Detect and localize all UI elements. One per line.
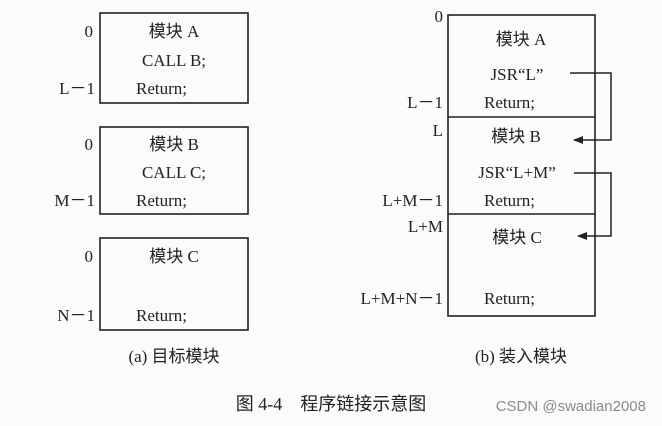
return-statement: Return;: [136, 79, 187, 98]
target-modules: 0 模块 A CALL B; L－1 Return; 0 模块 B CALL C…: [54, 12, 249, 366]
module-title: 模块 A: [149, 22, 200, 41]
jump-arrow-a-to-b: [570, 72, 612, 144]
module-title: 模块 B: [149, 135, 199, 154]
address-start: 0: [85, 247, 94, 266]
module-box: [99, 12, 249, 104]
module-b-title: 模块 B: [491, 127, 541, 146]
module-title: 模块 C: [149, 247, 199, 266]
address-b-start: L: [433, 121, 443, 140]
caption-target-modules: (a) 目标模块: [128, 347, 219, 366]
call-instruction: CALL B;: [142, 51, 206, 70]
address-start: 0: [85, 22, 94, 41]
module-a-jsr: JSR“L”: [491, 65, 544, 84]
address-end: M－1: [54, 191, 95, 210]
target-module-a: 0 模块 A CALL B; L－1 Return;: [59, 12, 249, 104]
module-c-return: Return;: [484, 289, 535, 308]
address-c-start: L+M: [408, 217, 443, 236]
call-instruction: CALL C;: [142, 163, 206, 182]
module-box: [99, 237, 249, 331]
load-module-box: [447, 14, 596, 317]
address-a-start: 0: [435, 7, 444, 26]
module-box: [99, 126, 249, 215]
module-a-return: Return;: [484, 93, 535, 112]
address-end: L－1: [59, 79, 95, 98]
address-c-end: L+M+N－1: [361, 289, 443, 308]
module-b-jsr: JSR“L+M”: [478, 163, 556, 182]
address-a-end: L－1: [407, 93, 443, 112]
module-c-title: 模块 C: [492, 228, 542, 247]
figure-caption: 图 4-4 程序链接示意图: [236, 394, 427, 414]
jump-arrow-b-to-c: [574, 172, 612, 240]
target-module-c: 0 模块 C N－1 Return;: [57, 237, 249, 331]
caption-load-module: (b) 装入模块: [475, 347, 567, 366]
watermark: CSDN @swadian2008: [495, 398, 646, 415]
target-module-b: 0 模块 B CALL C; M－1 Return;: [54, 126, 249, 215]
return-statement: Return;: [136, 191, 187, 210]
module-b-return: Return;: [484, 191, 535, 210]
module-a-title: 模块 A: [496, 30, 547, 49]
load-module: 0 L－1 L L+M－1 L+M L+M+N－1 模块 A JSR“L” Re…: [361, 7, 612, 366]
address-end: N－1: [57, 306, 95, 325]
address-b-end: L+M－1: [382, 191, 443, 210]
return-statement: Return;: [136, 306, 187, 325]
address-start: 0: [85, 135, 94, 154]
